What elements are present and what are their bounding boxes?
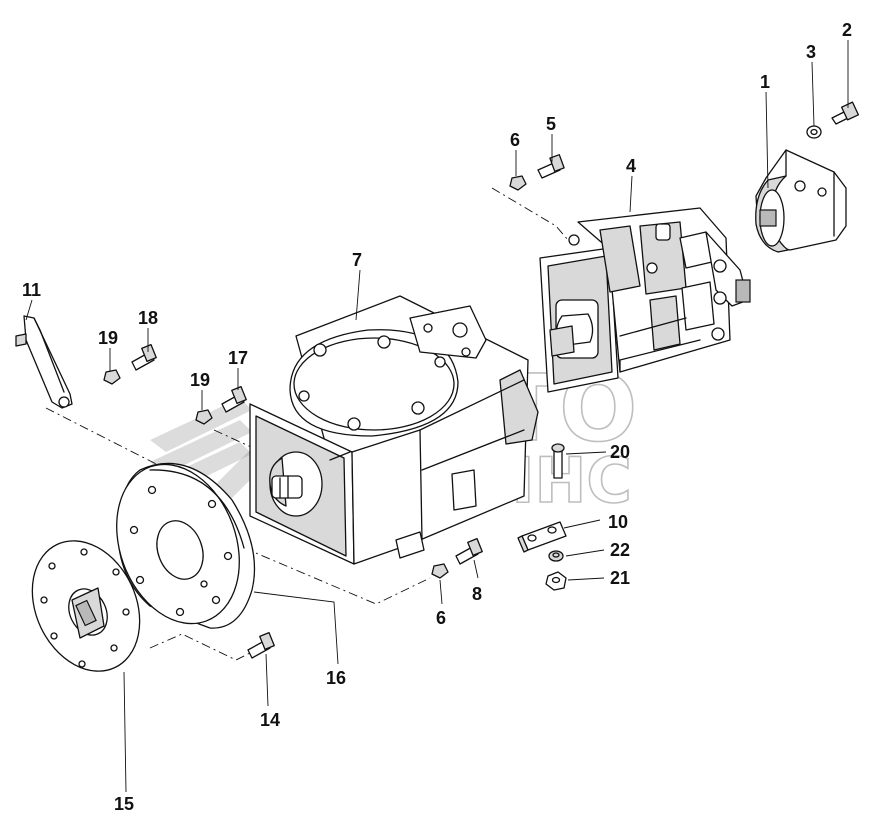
part-22-washer (548, 550, 564, 562)
callout-6-lower: 6 (436, 608, 446, 628)
part-3-washer (806, 125, 822, 139)
part-19-nut-mid (195, 409, 213, 425)
callout-11: 11 (22, 280, 41, 300)
callout-14: 14 (260, 710, 280, 730)
part-10-clamp-plate (517, 521, 567, 553)
callout-21: 21 (610, 568, 630, 588)
part-17-bolt (221, 385, 247, 413)
callout-5: 5 (546, 114, 556, 134)
part-16-adapter-flange (116, 462, 256, 629)
part-5-bolt (537, 154, 565, 179)
part-21-nut (545, 571, 567, 591)
part-7-gearbox-housing (249, 295, 539, 565)
part-14-bolt (247, 631, 275, 659)
callout-1: 1 (760, 72, 770, 92)
part-18-bolt (131, 343, 157, 371)
callout-18: 18 (138, 308, 158, 328)
callout-2: 2 (842, 20, 852, 40)
callout-4: 4 (626, 156, 636, 176)
part-4-control-pump (539, 207, 751, 393)
callout-8: 8 (472, 584, 482, 604)
part-6-nut-upper (509, 175, 527, 191)
callout-labels: 1 2 3 4 5 6 7 11 18 19 17 19 20 10 22 21… (22, 20, 852, 814)
part-2-bolt (831, 101, 860, 125)
callout-20: 20 (610, 442, 630, 462)
part-20-pin (551, 443, 565, 479)
leader-lines (25, 40, 849, 793)
callout-22: 22 (610, 540, 630, 560)
part-19-nut-left (103, 369, 121, 385)
part-1-gear-pump (755, 149, 847, 253)
callout-6-upper: 6 (510, 130, 520, 150)
part-8-bolt (455, 537, 483, 565)
callout-15: 15 (114, 794, 134, 814)
callout-19-left: 19 (98, 328, 118, 348)
callout-7: 7 (352, 250, 362, 270)
callout-19-mid: 19 (190, 370, 210, 390)
callout-10: 10 (608, 512, 628, 532)
part-6-nut-lower (431, 563, 449, 579)
callout-16: 16 (326, 668, 346, 688)
callout-3: 3 (806, 42, 816, 62)
part-11-bracket (15, 315, 73, 409)
callout-17: 17 (228, 348, 248, 368)
part-15-coupling-disc (31, 540, 141, 672)
